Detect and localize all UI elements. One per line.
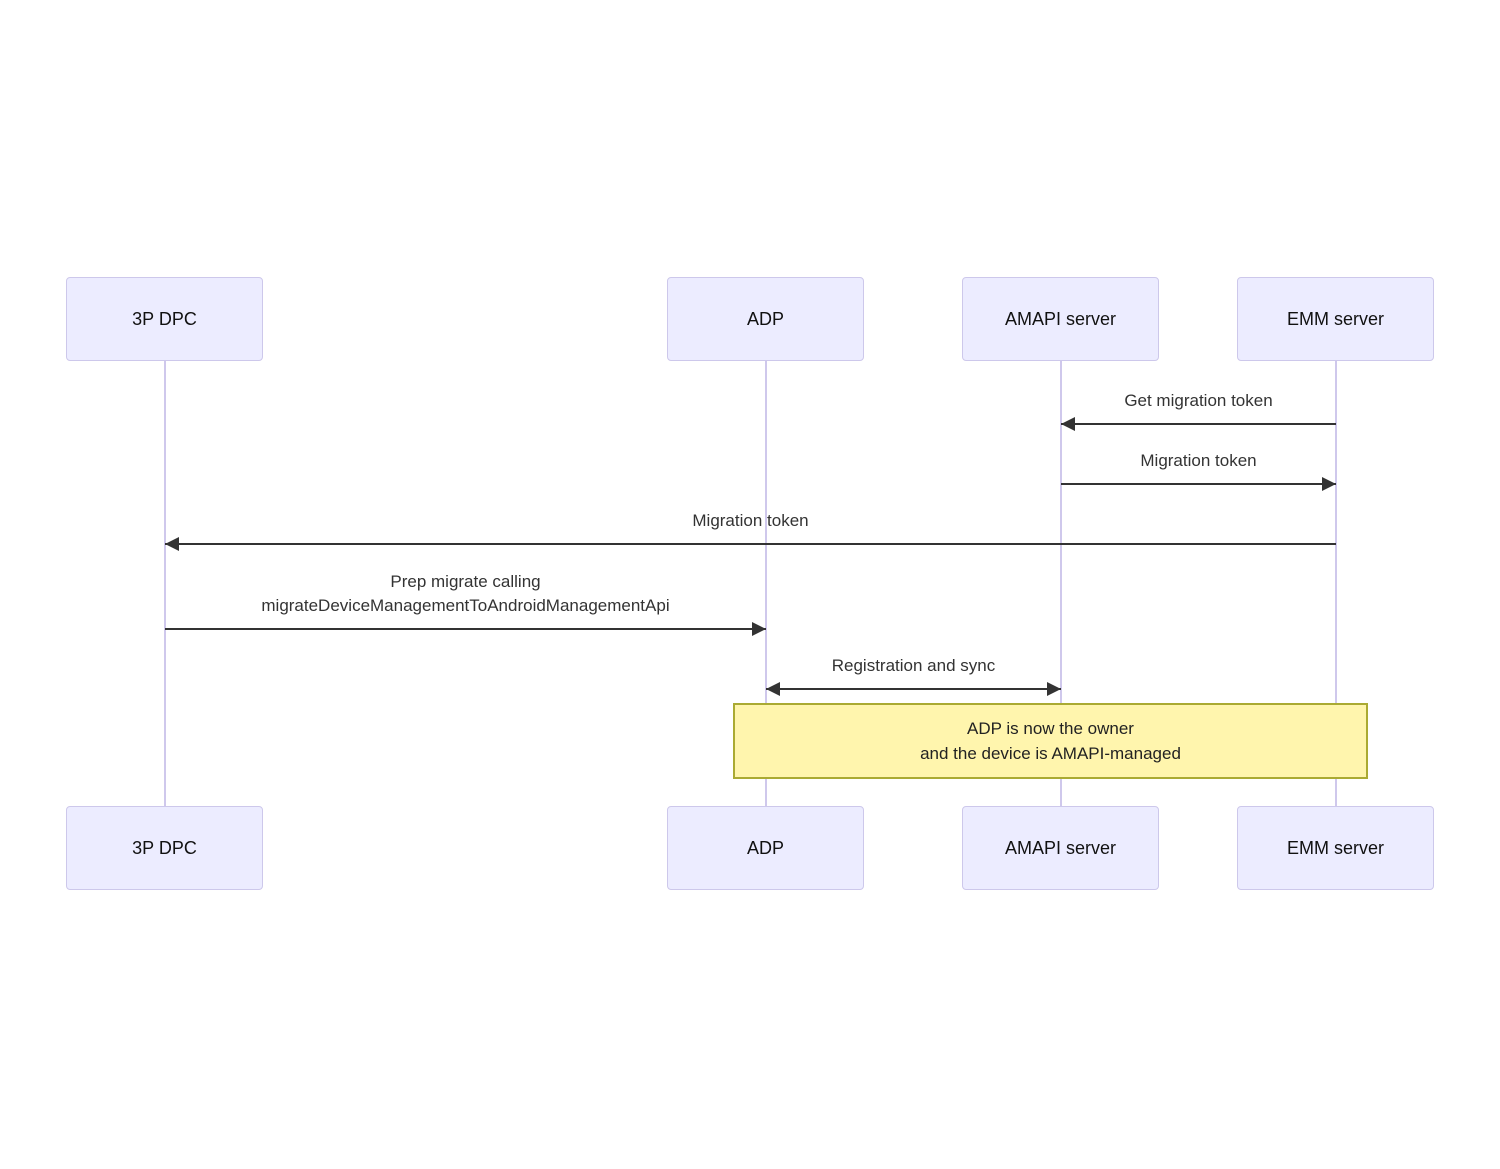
actor-3p-dpc-bottom: 3P DPC [66,806,263,890]
message-line [766,682,1061,696]
message-get-migration-token: Get migration token [1061,389,1336,431]
actor-emm-server-top: EMM server [1237,277,1434,361]
actor-label: 3P DPC [132,837,197,858]
message-migration-token-to-emm: Migration token [1061,449,1336,491]
arrowhead-right-icon [1047,682,1061,696]
message-registration-and-sync: Registration and sync [766,654,1061,696]
actor-emm-server-bottom: EMM server [1237,806,1434,890]
arrowhead-right-icon [752,622,766,636]
message-label: Migration token [1140,451,1257,470]
message-migration-token-to-dpc: Migration token [165,509,1336,551]
lifeline-adp [765,361,767,807]
message-label: Prep migrate calling [390,572,541,591]
actor-adp-top: ADP [667,277,864,361]
lifeline-amapi-server [1060,361,1062,807]
arrowhead-right-icon [1322,477,1336,491]
message-label: Get migration token [1124,391,1273,410]
note-box: ADP is now the owner and the device is A… [733,703,1368,779]
message-line [1061,477,1336,491]
actor-label: ADP [746,308,784,329]
message-prep-migrate: Prep migrate calling migrateDeviceManage… [165,570,766,636]
message-label-line2: migrateDeviceManagementToAndroidManageme… [261,596,670,615]
actor-label: AMAPI server [1004,308,1117,329]
actor-label: AMAPI server [1004,837,1117,858]
note-text-line: ADP is now the owner [967,719,1134,738]
actor-label: EMM server [1286,308,1384,329]
message-label: Registration and sync [831,656,996,675]
actor-adp-bottom: ADP [667,806,864,890]
lifeline-3p-dpc [164,361,166,807]
arrowhead-left-icon [1061,417,1075,431]
arrowhead-left-icon [165,537,179,551]
message-line [165,537,1336,551]
actor-label: 3P DPC [132,308,197,329]
message-label: Migration token [692,511,809,530]
arrowhead-left-icon [766,682,780,696]
lifeline-emm-server [1335,361,1337,807]
actor-amapi-server-bottom: AMAPI server [962,806,1159,890]
actor-amapi-server-top: AMAPI server [962,277,1159,361]
note-text-line: and the device is AMAPI-managed [920,744,1181,763]
actor-3p-dpc-top: 3P DPC [66,277,263,361]
actor-label: ADP [746,837,784,858]
message-line [165,622,766,636]
message-line [1061,417,1336,431]
actor-label: EMM server [1286,837,1384,858]
